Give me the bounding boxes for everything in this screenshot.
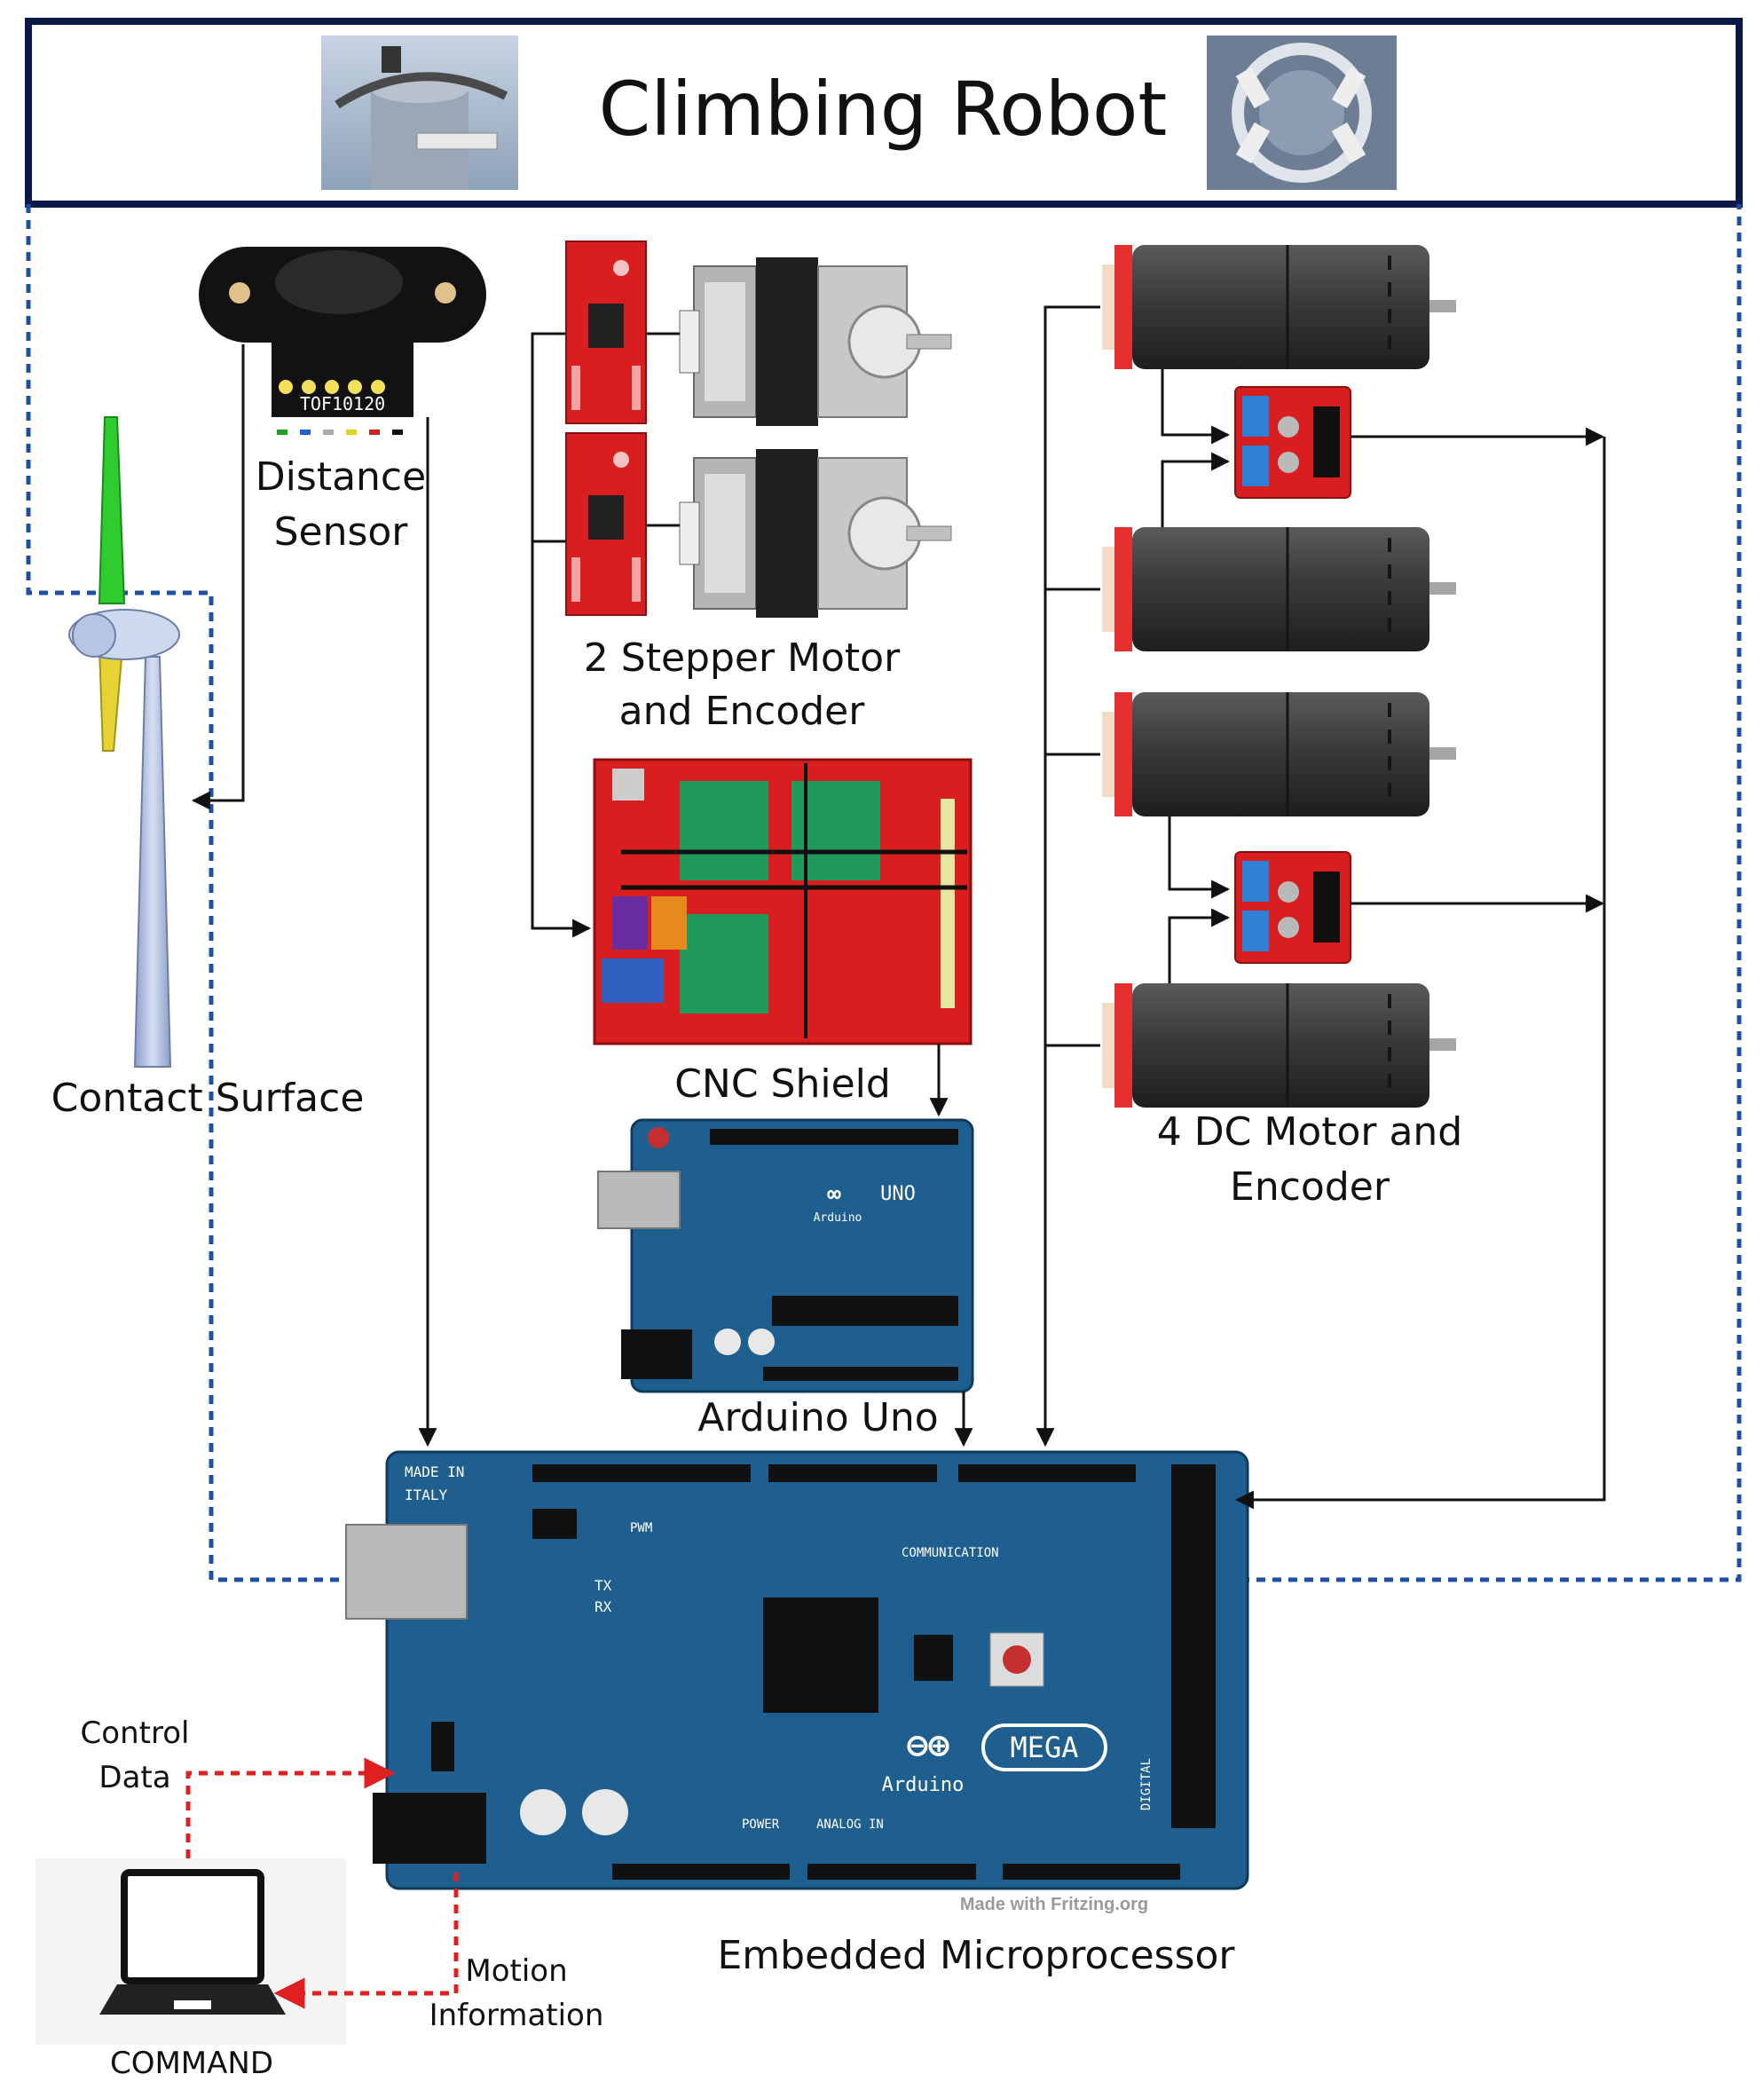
mega-brand-label: MEGA xyxy=(1010,1731,1078,1764)
stepper-driver-icon xyxy=(565,241,647,424)
mega-analog-in-label: ANALOG IN xyxy=(816,1818,884,1832)
mega-rx-label: RX xyxy=(595,1598,612,1615)
contact-surface-label: Contact Surface xyxy=(51,1076,365,1121)
laptop-icon xyxy=(35,1858,346,2045)
mega-made-in-label-2: ITALY xyxy=(405,1487,448,1503)
motor-driver-icon xyxy=(1234,386,1351,499)
dc-motor-label-line2: Encoder xyxy=(1230,1164,1390,1210)
arduino-uno-icon: ∞ UNO Arduino xyxy=(597,1118,974,1393)
mega-power-label: POWER xyxy=(742,1818,780,1832)
mega-pwm-label: PWM xyxy=(630,1521,652,1535)
wind-turbine-icon xyxy=(68,416,180,1068)
robot-boundary xyxy=(26,204,1742,1582)
arduino-uno-label: Arduino Uno xyxy=(697,1395,938,1440)
diagram-title: Climbing Robot xyxy=(599,66,1168,153)
uno-arduino-label: Arduino xyxy=(814,1211,862,1225)
tof-chip-label: TOF10120 xyxy=(300,393,385,414)
svg-text:∞: ∞ xyxy=(827,1181,841,1208)
mega-digital-label: DIGITAL xyxy=(1139,1758,1154,1810)
tof-sensor-icon: TOF10120 xyxy=(199,247,486,435)
svg-text:⊖⊕: ⊖⊕ xyxy=(907,1725,949,1766)
dc-motor-icon xyxy=(1100,525,1458,653)
dc-motor-label-line1: 4 DC Motor and xyxy=(1157,1109,1462,1155)
uno-brand-label: UNO xyxy=(880,1183,916,1205)
pc-link xyxy=(185,1757,459,2009)
command-label: COMMAND xyxy=(110,2046,273,2081)
motion-information-label-line1: Motion xyxy=(465,1953,567,1989)
stepper-motor-icon xyxy=(678,447,953,619)
distance-sensor-label-line1: Distance xyxy=(256,454,426,500)
mega-made-in-label-1: MADE IN xyxy=(405,1463,464,1480)
motor-driver-icon xyxy=(1234,851,1351,964)
stepper-label-line1: 2 Stepper Motor xyxy=(584,635,901,681)
robot-photo-icon xyxy=(1207,35,1397,190)
dc-motor-icon xyxy=(1100,243,1458,371)
dc-motor-icon xyxy=(1100,690,1458,818)
mega-arduino-label: Arduino xyxy=(882,1774,965,1796)
control-data-label-line2: Data xyxy=(98,1760,170,1795)
stepper-label-line2: and Encoder xyxy=(619,689,866,734)
stepper-motor-icon xyxy=(678,256,953,428)
arduino-mega-icon: MADE IN ITALY PWM COMMUNICATION TX RX ⊖⊕… xyxy=(345,1450,1249,1890)
embedded-microprocessor-label: Embedded Microprocessor xyxy=(717,1933,1235,1978)
dc-motor-icon xyxy=(1100,982,1458,1109)
stepper-driver-icon xyxy=(565,432,647,616)
cnc-shield-label: CNC Shield xyxy=(674,1061,891,1107)
cnc-shield-icon xyxy=(593,758,973,1045)
robot-photo-icon xyxy=(321,35,518,190)
mega-communication-label: COMMUNICATION xyxy=(902,1546,999,1560)
signal-wires xyxy=(191,305,1606,1510)
fritzing-credit: Made with Fritzing.org xyxy=(960,1895,1148,1914)
mega-tx-label: TX xyxy=(595,1577,612,1594)
control-data-label-line1: Control xyxy=(81,1715,190,1751)
title-frame xyxy=(25,18,1743,208)
distance-sensor-label-line2: Sensor xyxy=(274,509,409,555)
motion-information-label-line2: Information xyxy=(429,1998,604,2033)
